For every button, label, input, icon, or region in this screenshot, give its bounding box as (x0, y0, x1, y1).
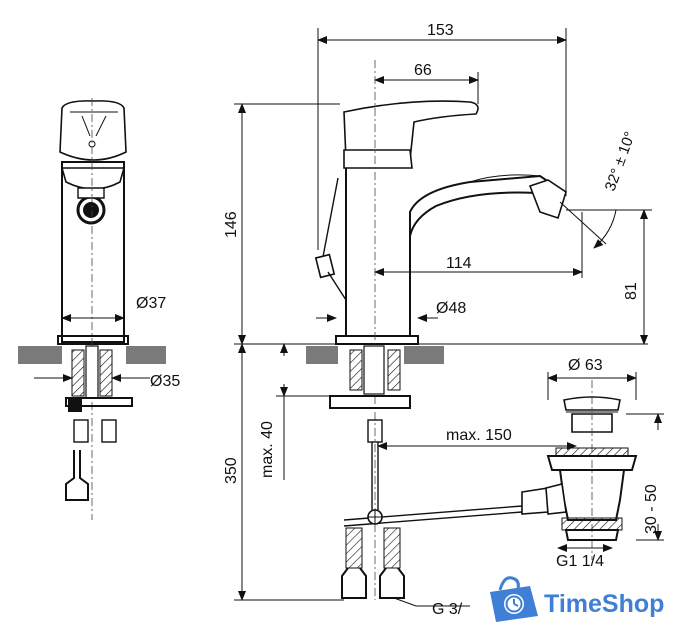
shopping-bag-clock-icon (490, 576, 538, 622)
hose-length-label: 350 (223, 457, 240, 484)
body-diameter-label: Ø37 (136, 295, 166, 312)
spout-reach-label: 114 (446, 255, 472, 272)
front-view (18, 98, 166, 520)
hole-diameter-label: Ø35 (150, 373, 180, 390)
watermark-logo: TimeShop (490, 576, 664, 622)
watermark-text: TimeShop (544, 590, 664, 618)
hose-thread-label: G 3/ (432, 601, 463, 618)
overall-width-label: 153 (427, 22, 454, 39)
side-view (306, 60, 567, 607)
height-label: 146 (223, 211, 240, 238)
waste-view (521, 372, 664, 560)
outlet-height-label: 81 (623, 282, 640, 300)
rod-reach-label: max. 150 (446, 427, 512, 444)
deck-thickness-label: max. 40 (259, 421, 276, 478)
dimension-lines (234, 28, 652, 601)
base-diameter-label: Ø48 (436, 300, 466, 317)
waste-thread-label: G1 1/4 (556, 553, 604, 570)
lever-angle-label: 32° ± 10° (602, 129, 639, 193)
waste-height-label: 30 - 50 (643, 484, 660, 534)
spout-to-lever-label: 66 (414, 62, 432, 79)
waste-diameter-label: Ø 63 (568, 357, 603, 374)
